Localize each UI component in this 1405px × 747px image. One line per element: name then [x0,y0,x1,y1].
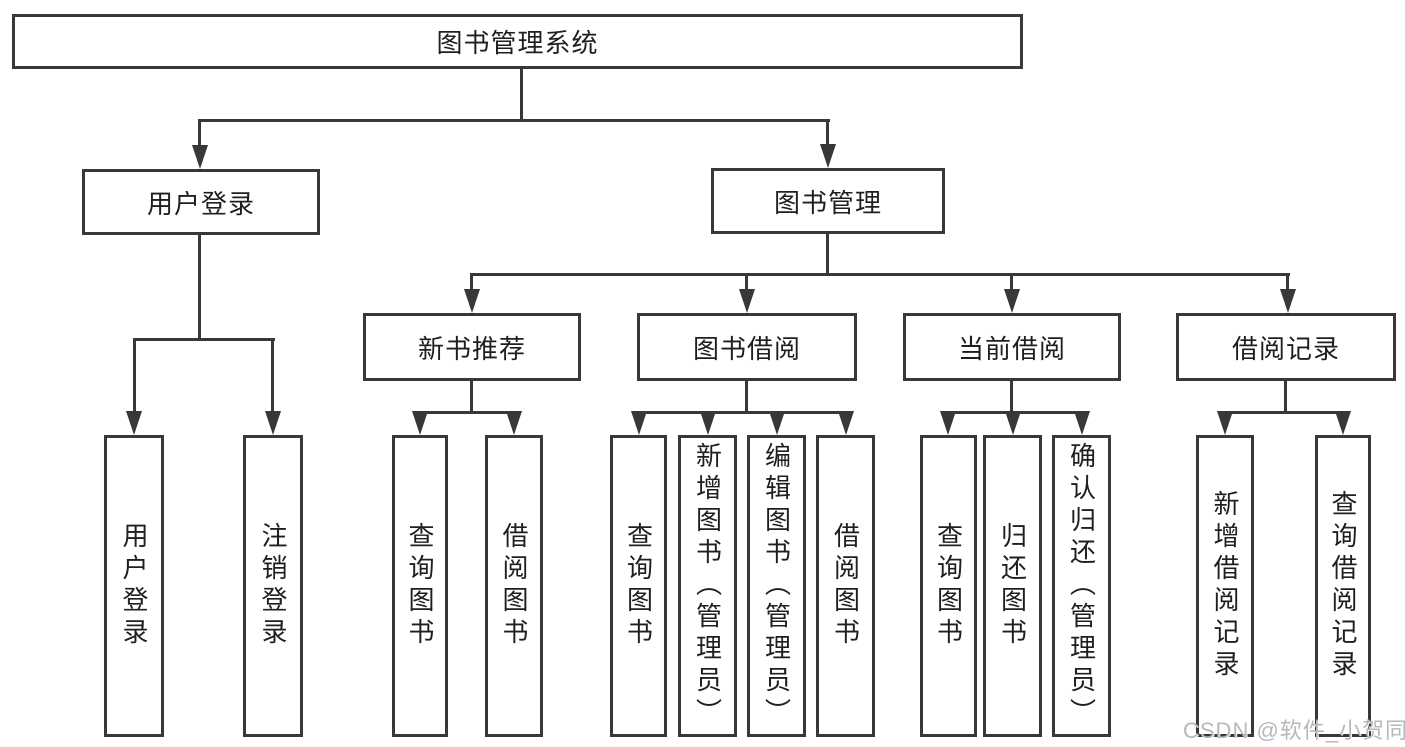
connector-hline [418,411,516,414]
connector-vline [198,121,201,149]
leaf-query-books-current: 查询图书 [920,435,977,737]
connector-vline [470,381,473,413]
leaf-label: 编辑图书（管理员） [761,442,792,730]
node-book-management: 图书管理 [711,168,945,234]
arrowhead-down-icon [739,289,755,313]
arrowhead-down-icon [506,411,522,435]
leaf-logout: 注销登录 [243,435,303,737]
arrowhead-down-icon [820,144,836,168]
arrowhead-down-icon [700,411,716,435]
arrowhead-down-icon [192,145,208,169]
node-current-borrow: 当前借阅 [903,313,1121,381]
leaf-label: 查询图书 [623,522,654,650]
arrowhead-down-icon [1074,411,1090,435]
leaf-label: 查询图书 [933,522,964,650]
leaf-label: 注销登录 [258,522,288,650]
connector-vline [745,275,748,293]
leaf-add-books-admin: 新增图书（管理员） [678,435,737,737]
arrowhead-down-icon [412,411,428,435]
connector-hline [133,338,275,341]
node-borrow-records: 借阅记录 [1176,313,1396,381]
arrowhead-down-icon [1005,411,1021,435]
connector-vline [1286,275,1289,293]
leaf-add-borrow-record: 新增借阅记录 [1196,435,1254,737]
arrowhead-down-icon [838,411,854,435]
leaf-query-borrow-record: 查询借阅记录 [1315,435,1371,737]
leaf-return-books: 归还图书 [983,435,1042,737]
connector-hline [198,119,830,122]
arrowhead-down-icon [1335,411,1351,435]
connector-vline [520,69,523,122]
leaf-label: 查询借阅记录 [1328,490,1358,682]
connector-hline [470,273,1290,276]
leaf-borrow-books-recommend: 借阅图书 [485,435,543,737]
arrowhead-down-icon [464,289,480,313]
connector-hline [1223,411,1345,414]
arrowhead-down-icon [1280,289,1296,313]
leaf-label: 查询图书 [405,522,435,650]
connector-vline [1010,275,1013,293]
node-root: 图书管理系统 [12,14,1023,69]
leaf-label: 归还图书 [997,522,1028,650]
leaf-label: 借阅图书 [830,522,861,650]
leaf-query-books-borrow: 查询图书 [610,435,667,737]
leaf-edit-books-admin: 编辑图书（管理员） [747,435,806,737]
connector-vline [826,234,829,276]
arrowhead-down-icon [631,411,647,435]
leaf-query-books-recommend: 查询图书 [392,435,448,737]
arrowhead-down-icon [126,411,142,435]
arrowhead-down-icon [940,411,956,435]
leaf-confirm-return-admin: 确认归还（管理员） [1052,435,1111,737]
connector-vline [470,275,473,293]
leaf-label: 确认归还（管理员） [1066,442,1097,730]
leaf-label: 新增借阅记录 [1210,490,1240,682]
leaf-label: 借阅图书 [499,522,529,650]
node-user-login: 用户登录 [82,169,320,235]
arrowhead-down-icon [1217,411,1233,435]
node-book-borrow: 图书借阅 [637,313,857,381]
node-new-book-recommend: 新书推荐 [363,313,581,381]
connector-vline [745,381,748,413]
connector-vline [1284,381,1287,413]
connector-vline [826,121,829,148]
csdn-watermark: CSDN @软件_小贺同学 [1183,718,1405,743]
connector-vline [133,340,136,413]
connector-hline [637,411,848,414]
arrowhead-down-icon [265,411,281,435]
connector-vline [271,340,274,413]
leaf-label: 新增图书（管理员） [692,442,723,730]
connector-vline [198,235,201,340]
connector-vline [1010,381,1013,413]
leaf-borrow-books: 借阅图书 [816,435,875,737]
leaf-user-login: 用户登录 [104,435,164,737]
arrowhead-down-icon [769,411,785,435]
arrowhead-down-icon [1004,289,1020,313]
leaf-label: 用户登录 [119,522,149,650]
